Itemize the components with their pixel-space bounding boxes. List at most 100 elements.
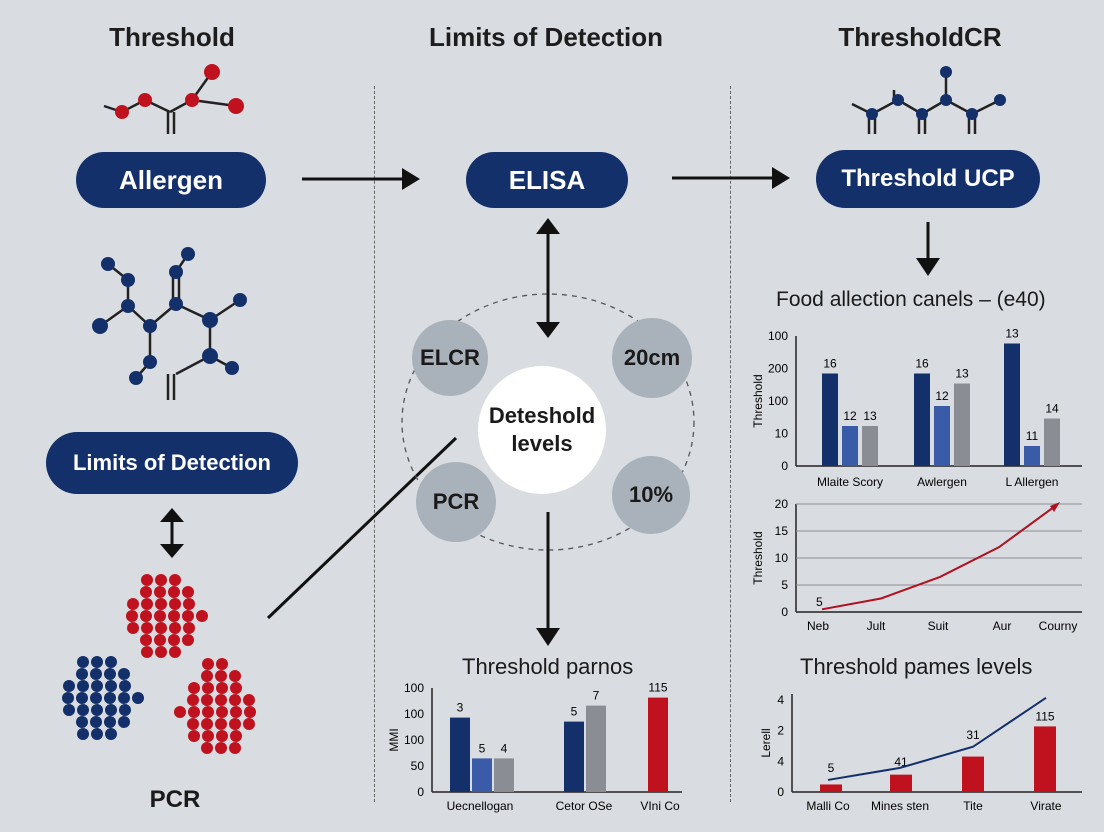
- particle: [244, 706, 256, 718]
- particle: [216, 706, 228, 718]
- y-tick-label: 0: [781, 605, 788, 619]
- allergen-pill[interactable]: Allergen: [76, 152, 266, 208]
- left-column-title: Threshold: [109, 22, 235, 52]
- particle: [119, 680, 131, 692]
- particle: [104, 668, 116, 680]
- particle: [155, 622, 167, 634]
- bar: [472, 758, 492, 792]
- particle: [188, 706, 200, 718]
- x-tick-label: Cetor OSe: [556, 799, 613, 813]
- y-tick-label: 200: [768, 362, 788, 376]
- y-tick-label: 15: [775, 524, 789, 538]
- particle: [201, 694, 213, 706]
- particle: [118, 692, 130, 704]
- elisa-pill[interactable]: ELISA: [466, 152, 628, 208]
- particle: [104, 692, 116, 704]
- bar: [1044, 418, 1060, 466]
- particle: [168, 610, 180, 622]
- particle: [140, 586, 152, 598]
- particle: [62, 692, 74, 704]
- particle: [202, 682, 214, 694]
- bar: [494, 758, 514, 792]
- particle: [230, 730, 242, 742]
- particle: [196, 610, 208, 622]
- particle: [230, 706, 242, 718]
- particle: [127, 598, 139, 610]
- y-tick-label: 2: [777, 724, 784, 738]
- particle: [90, 692, 102, 704]
- x-tick-label: Jult: [867, 619, 886, 633]
- x-tick-label: Mines sten: [871, 799, 929, 813]
- particle: [183, 622, 195, 634]
- particle: [169, 646, 181, 658]
- particle: [202, 658, 214, 670]
- bar: [820, 784, 842, 792]
- particle: [140, 634, 152, 646]
- particle: [202, 706, 214, 718]
- particle: [105, 680, 117, 692]
- particle: [76, 692, 88, 704]
- y-tick-label: 4: [777, 693, 784, 707]
- particle: [105, 656, 117, 668]
- particle: [216, 730, 228, 742]
- y-tick-label: 4: [777, 754, 784, 768]
- particle: [76, 668, 88, 680]
- bar: [1034, 726, 1056, 792]
- data-label: 12: [843, 409, 857, 423]
- particle: [168, 586, 180, 598]
- particle: [215, 670, 227, 682]
- right-column-title: ThresholdCR: [838, 22, 1002, 52]
- limits-of-detection-pill[interactable]: Limits of Detection: [46, 432, 298, 494]
- particle: [141, 622, 153, 634]
- threshold-ucp-pill[interactable]: Threshold UCP: [816, 150, 1040, 208]
- particle: [91, 704, 103, 716]
- particle: [216, 682, 228, 694]
- divider-right: [730, 86, 731, 802]
- data-label: 5: [828, 761, 835, 775]
- data-label: 5: [479, 741, 486, 755]
- particle: [126, 610, 138, 622]
- particle: [141, 574, 153, 586]
- x-tick-label: Courny: [1039, 619, 1078, 633]
- y-axis-label: Threshold: [751, 531, 765, 584]
- data-label: 115: [1035, 709, 1054, 723]
- series-line: [827, 696, 1047, 781]
- particle: [77, 728, 89, 740]
- particle: [243, 718, 255, 730]
- y-tick-label: 20: [775, 497, 789, 511]
- divider-left: [374, 86, 375, 802]
- y-axis-label: Lerell: [759, 728, 773, 757]
- bar: [890, 774, 912, 792]
- bar: [914, 373, 930, 466]
- y-tick-label: 100: [404, 681, 424, 695]
- particle: [182, 586, 194, 598]
- x-tick-label: VIni Co: [640, 799, 680, 813]
- x-tick-label: Virate: [1030, 799, 1061, 813]
- center-label-line1: Deteshold: [488, 403, 596, 428]
- particle: [154, 634, 166, 646]
- particle: [243, 694, 255, 706]
- data-label: 13: [863, 409, 877, 423]
- particle: [77, 704, 89, 716]
- x-tick-label: Uecnellogan: [447, 799, 514, 813]
- particle: [119, 704, 131, 716]
- data-label: 3: [457, 701, 464, 715]
- particle: [187, 718, 199, 730]
- data-label: 13: [1005, 327, 1019, 341]
- series-line: [821, 503, 1059, 611]
- data-label: 31: [966, 728, 980, 742]
- bar: [1024, 446, 1040, 466]
- middle-column-title: Limits of Detection: [428, 22, 663, 52]
- particle: [118, 716, 130, 728]
- bar: [450, 717, 470, 792]
- particle: [63, 680, 75, 692]
- particle: [188, 730, 200, 742]
